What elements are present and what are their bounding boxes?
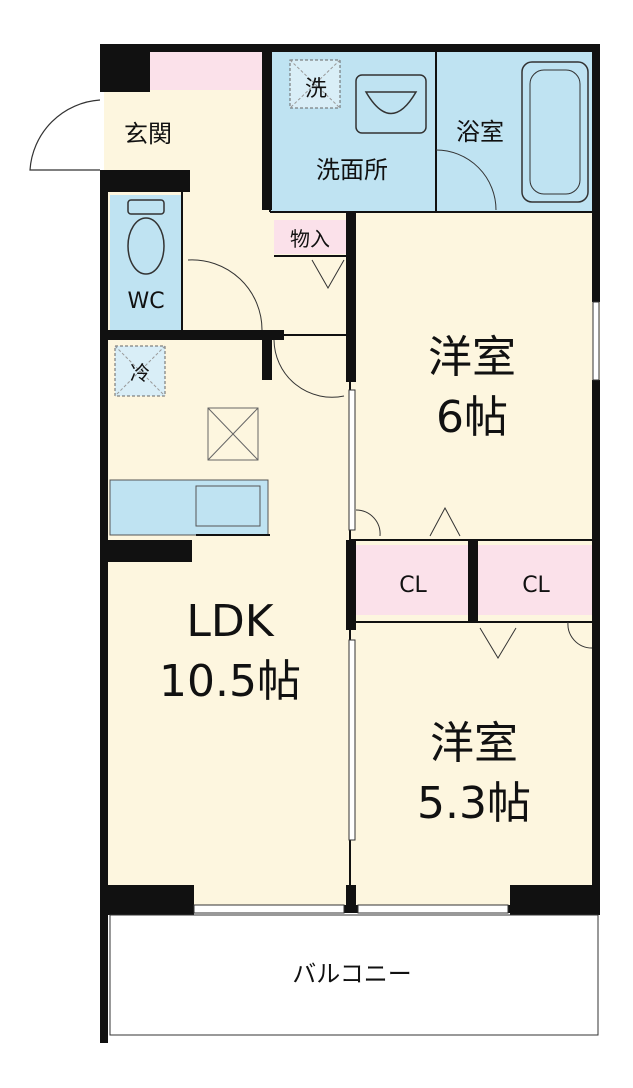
entrance-door xyxy=(29,99,101,171)
bathtub xyxy=(521,61,589,203)
ldk-size: 10.5帖 xyxy=(159,656,301,707)
washbasin xyxy=(355,74,427,134)
closet1-area xyxy=(356,545,468,615)
wc-label: WC xyxy=(127,289,164,314)
washer-label: 洗 xyxy=(305,77,327,102)
closet2-area xyxy=(478,545,592,615)
fridge-label: 冷 xyxy=(130,361,150,385)
closet2-label: CL xyxy=(522,573,550,598)
ldk-name: LDK xyxy=(186,596,274,647)
closet1-label: CL xyxy=(399,573,427,598)
toilet xyxy=(127,199,165,215)
kitchen-counter xyxy=(109,479,269,536)
storage-label: 物入 xyxy=(290,227,330,251)
storage-area xyxy=(274,220,346,254)
bedroom2-name: 洋室 xyxy=(430,718,518,769)
bedroom1-name: 洋室 xyxy=(428,332,516,383)
balcony-label: バルコニー xyxy=(292,960,412,988)
ldk-door-swing xyxy=(273,339,345,398)
bedroom2-size: 5.3帖 xyxy=(417,778,531,829)
hall-door-swing xyxy=(187,259,263,331)
entrance-label: 玄関 xyxy=(124,120,172,148)
entrance-shoe-cabinet xyxy=(150,52,262,90)
kitchen-sink xyxy=(195,485,261,527)
bath-label: 浴室 xyxy=(456,118,504,146)
bath-door-swing xyxy=(435,149,497,211)
washroom-label: 洗面所 xyxy=(316,156,388,184)
bath-area xyxy=(436,52,596,212)
bedroom1-size: 6帖 xyxy=(436,392,508,443)
balcony-area xyxy=(109,914,599,1036)
range-hood xyxy=(207,407,259,461)
